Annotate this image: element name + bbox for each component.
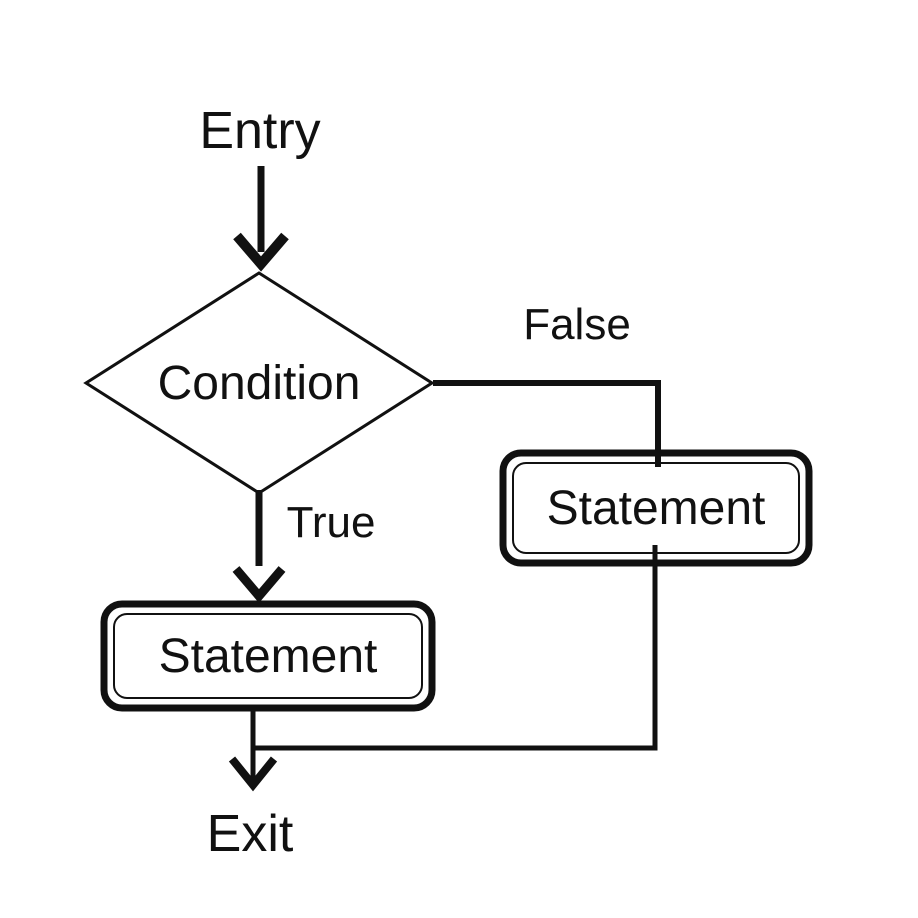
edge-statement-false-to-merge bbox=[255, 545, 658, 751]
true-arrowhead-down-icon bbox=[232, 566, 286, 603]
statement-true-inner-box bbox=[113, 613, 423, 699]
true-branch-label: True bbox=[287, 498, 376, 547]
statement-true-label: Statement bbox=[159, 630, 378, 683]
exit-label: Exit bbox=[207, 805, 294, 863]
false-branch-label: False bbox=[523, 300, 631, 349]
entry-label: Entry bbox=[199, 102, 320, 160]
edge-to-exit bbox=[228, 708, 278, 792]
false-branch-line bbox=[433, 380, 661, 467]
edge-entry-to-condition bbox=[233, 166, 289, 272]
edge-true-branch bbox=[232, 490, 286, 603]
statement-true-outer-box bbox=[100, 600, 436, 712]
node-statement-true bbox=[100, 600, 436, 712]
condition-label: Condition bbox=[158, 357, 361, 410]
statement-false-label: Statement bbox=[547, 482, 766, 535]
edge-false-branch bbox=[433, 380, 661, 467]
exit-arrowhead-down-icon bbox=[228, 756, 278, 792]
entry-arrowhead-down-icon bbox=[233, 232, 289, 272]
false-return-line bbox=[255, 545, 658, 751]
